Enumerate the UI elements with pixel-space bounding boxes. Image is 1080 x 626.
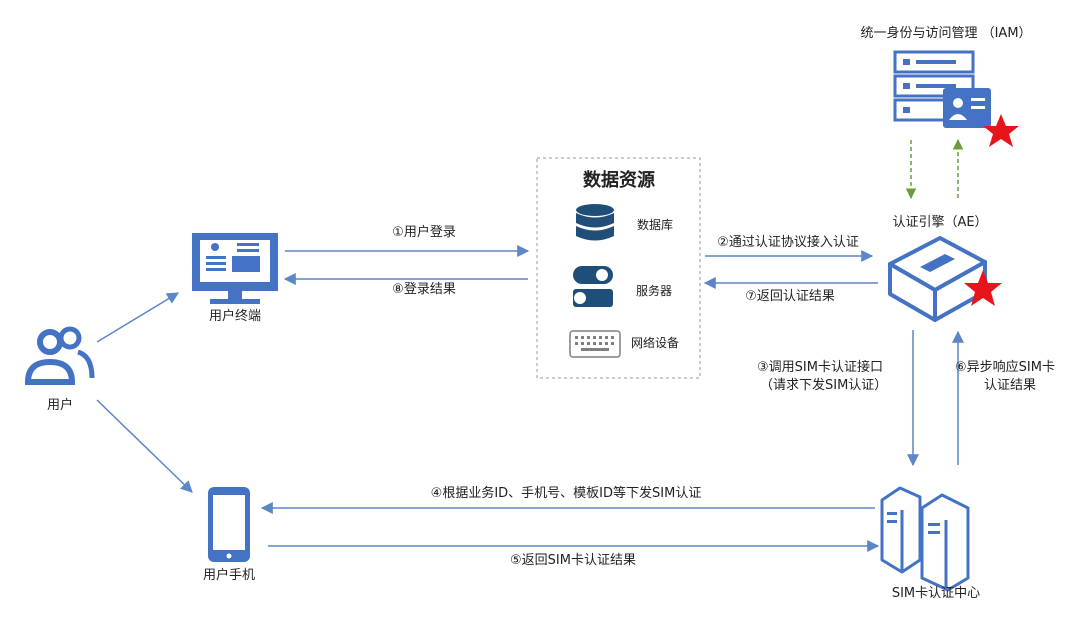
terminal-label: 用户终端 xyxy=(208,309,262,324)
async-label-line2: 认证结果 xyxy=(984,378,1037,393)
user-label: 用户 xyxy=(46,398,74,413)
phone-icon xyxy=(208,487,250,562)
async-label-line1: ⑥异步响应SIM卡 xyxy=(955,360,1055,375)
via-protocol-label: ②通过认证协议接入认证 xyxy=(717,235,859,250)
return-sim-label: ⑤返回SIM卡认证结果 xyxy=(510,553,636,568)
dispatch-sim-label: ④根据业务ID、手机号、模板ID等下发SIM认证 xyxy=(430,486,702,501)
phone-label: 用户手机 xyxy=(202,568,256,583)
data-resources-box xyxy=(536,157,701,379)
network-device-label: 网络设备 xyxy=(631,336,680,350)
auth-engine-icon xyxy=(888,236,987,322)
server-icon xyxy=(573,266,613,307)
iam-label: 统一身份与访问管理 （IAM） xyxy=(860,26,1032,41)
ae-label: 认证引擎（AE） xyxy=(892,215,988,230)
id-card-icon xyxy=(943,88,991,128)
return-auth-label: ⑦返回认证结果 xyxy=(745,289,835,304)
call-sim-label-line2: （请求下发SIM认证） xyxy=(760,378,888,393)
sim-center-server-icon xyxy=(880,486,970,592)
database-label: 数据库 xyxy=(637,218,674,232)
login-label: ①用户登录 xyxy=(392,225,456,240)
sim-center-label: SIM卡认证中心 xyxy=(891,586,981,601)
user-icon xyxy=(24,326,95,385)
monitor-icon xyxy=(192,233,278,304)
iam-server-icon xyxy=(893,50,975,122)
call-sim-label-line1: ③调用SIM卡认证接口 xyxy=(757,360,883,375)
star-icon-ae xyxy=(964,270,1002,306)
database-icon xyxy=(576,204,614,241)
data-resources-title: 数据资源 xyxy=(583,170,655,191)
star-icon-iam xyxy=(983,114,1019,147)
server-label: 服务器 xyxy=(636,284,673,298)
user-to-terminal-arrow xyxy=(96,292,180,343)
login-result-label: ⑧登录结果 xyxy=(392,282,456,297)
user-to-phone-arrow xyxy=(96,399,193,493)
network-device-icon xyxy=(569,330,621,358)
